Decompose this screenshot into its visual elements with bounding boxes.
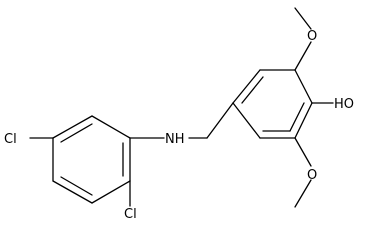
double-bond-inner (60, 176, 93, 196)
bond-ch2-ring (206, 102, 234, 139)
bond (91, 115, 131, 139)
bond (52, 180, 93, 204)
atom-label-nh: NH (165, 132, 185, 147)
bond (232, 69, 261, 104)
bond (52, 115, 93, 139)
double-bond-inner (241, 76, 264, 104)
structure-diagram: Cl Cl NH HO O O (4, 7, 354, 222)
bond-o-ch3-bottom (294, 179, 312, 208)
bond (294, 102, 313, 139)
atom-label-cl-left: Cl (4, 132, 17, 147)
double-bond-inner (60, 123, 93, 143)
atom-label-o-bottom: O (307, 168, 317, 183)
atom-label-cl-bottom: Cl (124, 207, 137, 219)
bond (294, 69, 313, 104)
atom-label-o-top: O (307, 29, 317, 44)
bond-c-o-top (294, 41, 312, 71)
double-bond-inner (289, 102, 305, 132)
dimethoxyphenol-ring (232, 69, 313, 139)
bond-c-o-bottom (294, 137, 312, 167)
molecule-canvas: Cl Cl NH HO O O (4, 7, 354, 222)
bond (91, 180, 131, 204)
dichlorophenyl-ring (52, 115, 131, 204)
atom-label-oh: HO (334, 97, 354, 112)
bond (232, 102, 261, 139)
bond-o-ch3-top (294, 7, 312, 30)
